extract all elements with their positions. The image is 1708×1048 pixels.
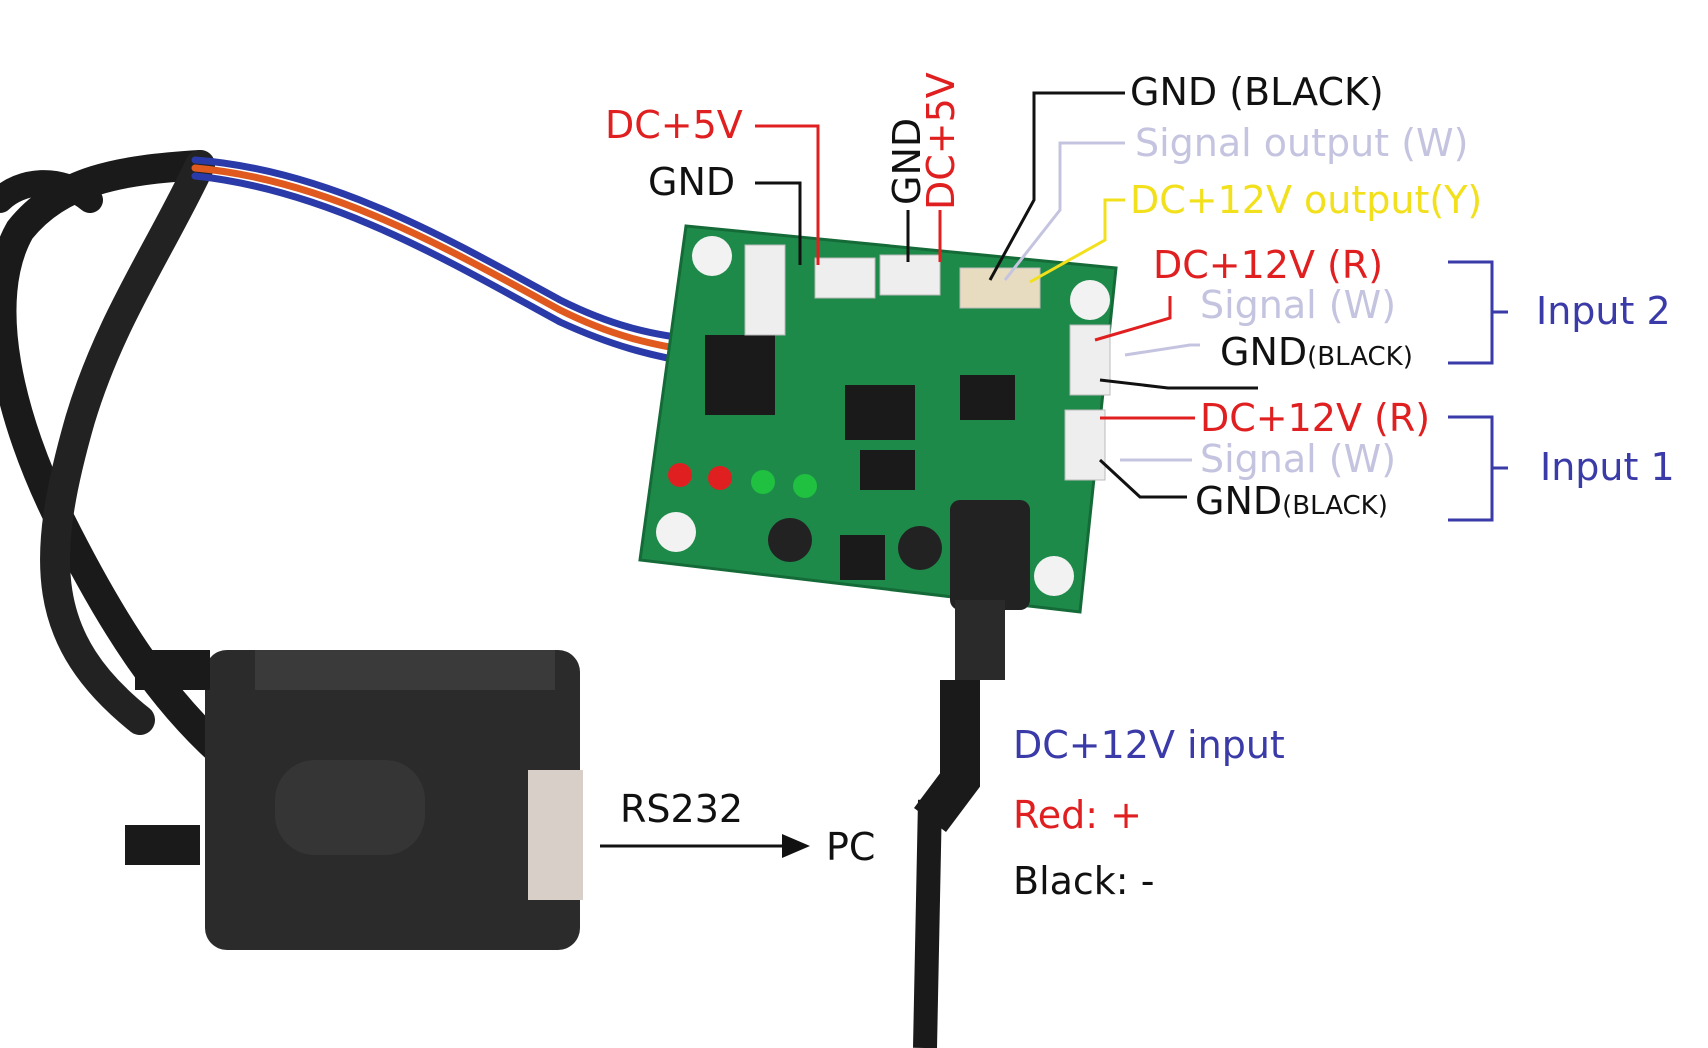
label-input2-12v: DC+12V (R) <box>1153 243 1384 287</box>
label-output-signal: Signal output (W) <box>1135 121 1469 165</box>
label-output-12v: DC+12V output(Y) <box>1130 178 1483 222</box>
label-input1-12v: DC+12V (R) <box>1200 396 1431 440</box>
label-input2-gnd: GND(BLACK) <box>1220 333 1413 371</box>
label-input2-gnd-main: GND <box>1220 330 1308 374</box>
label-input1-group: Input 1 <box>1540 445 1675 489</box>
input-1-bracket <box>1448 415 1508 522</box>
label-input1-gnd-sub: (BLACK) <box>1282 491 1388 521</box>
db9-connector-icon <box>125 650 583 950</box>
dc-barrel-jack-icon <box>913 500 1030 1048</box>
label-rs232: RS232 <box>620 787 744 831</box>
label-vertical-5v: DC+5V <box>919 72 963 210</box>
label-top-gnd: GND <box>648 160 736 204</box>
label-input1-signal: Signal (W) <box>1200 437 1397 481</box>
label-input2-group: Input 2 <box>1536 289 1671 333</box>
label-input2-signal: Signal (W) <box>1200 283 1397 327</box>
input-2-bracket <box>1448 260 1508 365</box>
label-red-plus: Red: + <box>1013 793 1142 837</box>
label-black-minus: Black: - <box>1013 859 1155 903</box>
label-output-gnd: GND (BLACK) <box>1130 70 1384 114</box>
label-input2-gnd-sub: (BLACK) <box>1307 342 1413 372</box>
pcb-board-icon <box>638 224 1118 614</box>
label-top-5v: DC+5V <box>605 103 743 147</box>
label-dc-input: DC+12V input <box>1013 723 1285 767</box>
label-input1-gnd: GND(BLACK) <box>1195 482 1388 520</box>
label-pc: PC <box>826 825 876 869</box>
rs232-arrow <box>600 834 810 858</box>
label-input1-gnd-main: GND <box>1195 479 1283 523</box>
